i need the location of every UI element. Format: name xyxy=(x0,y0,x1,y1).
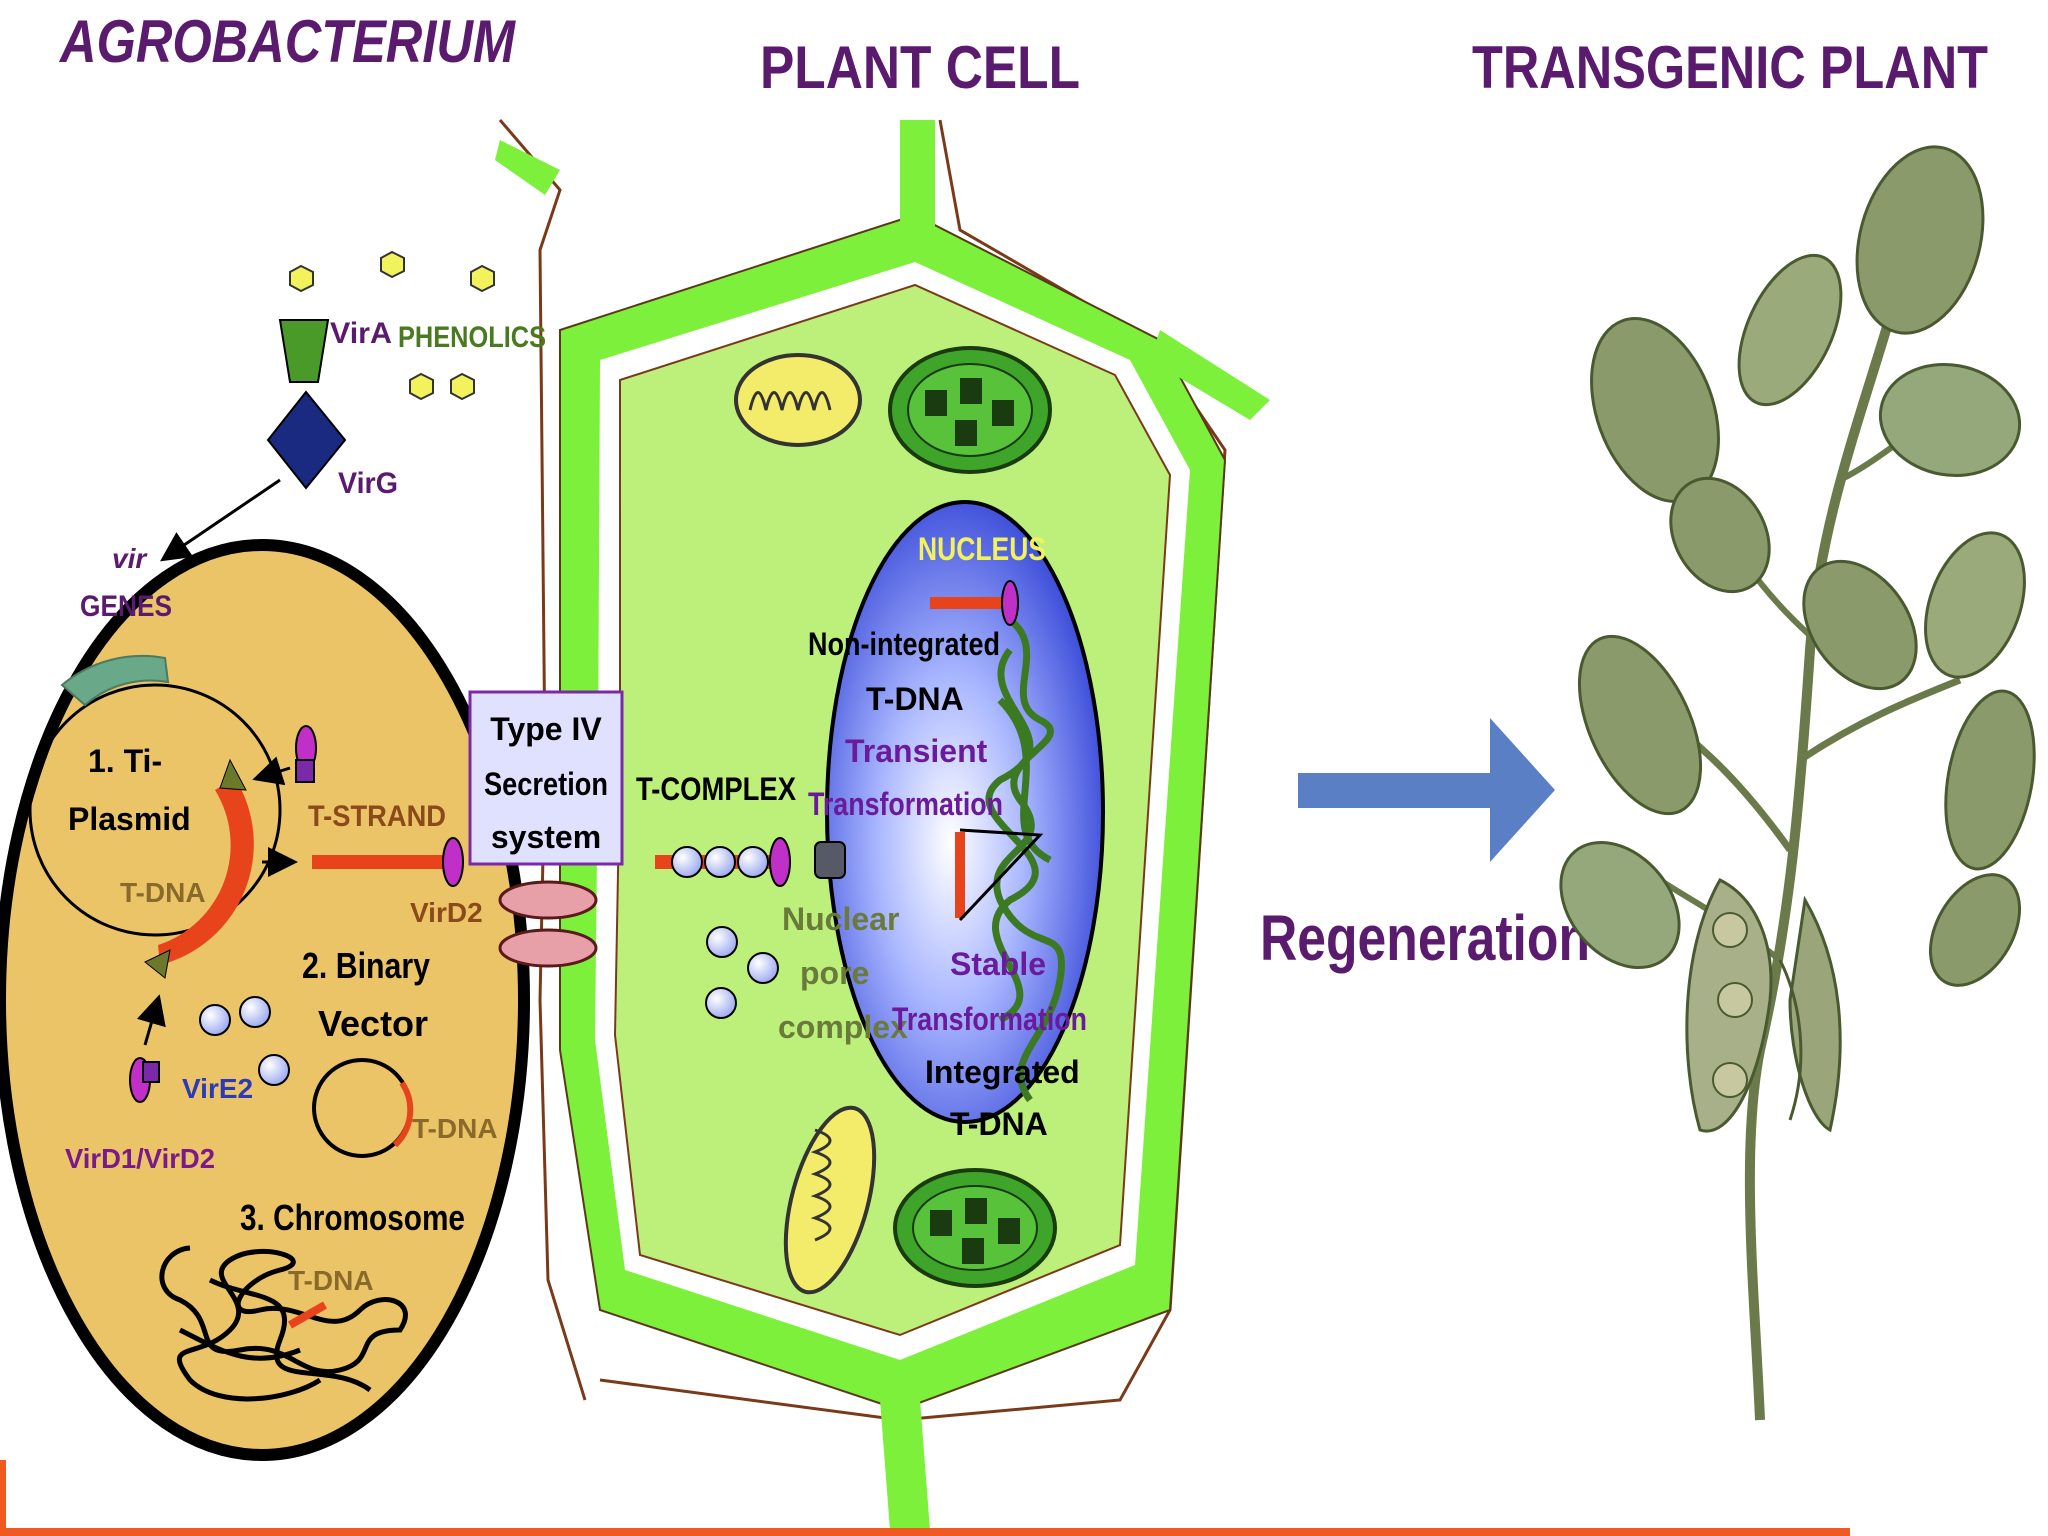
nucleus xyxy=(825,500,1105,1124)
footer-divider xyxy=(0,1528,1850,1536)
t-strand-label: T-STRAND xyxy=(308,800,446,833)
chloroplast-bottom xyxy=(893,1168,1057,1288)
binary-vector-t-dna xyxy=(392,1081,414,1148)
binary-vector-label-line1: 2. Binary xyxy=(302,945,430,986)
chromosome-t-dna-bar xyxy=(288,1301,327,1329)
nuclear-pore-label-line1: Nuclear xyxy=(782,901,899,937)
regeneration-arrow xyxy=(1298,718,1555,862)
plant-cell-heading: PLANT CELL xyxy=(760,34,1080,101)
t-dna-region-plasmid xyxy=(158,778,254,965)
chloroplast-top xyxy=(888,346,1052,474)
vird2-label: VirD2 xyxy=(410,897,483,928)
chromosome-label: 3. Chromosome xyxy=(240,1197,465,1238)
vira-label: VirA xyxy=(330,317,392,350)
vir-genes-region xyxy=(60,654,170,707)
genes-label: GENES xyxy=(80,590,172,623)
t-dna-binary-label: T-DNA xyxy=(412,1113,498,1144)
cell-wall-left-tip xyxy=(495,140,560,195)
footer-accent xyxy=(0,1460,6,1536)
nuclear-pore-complex xyxy=(814,841,846,879)
integrated-label-line1: Integrated xyxy=(925,1054,1080,1090)
transgenic-plant-heading: TRANSGENIC PLANT xyxy=(1472,34,1988,101)
t-dna-plasmid-label: T-DNA xyxy=(120,877,206,908)
cell-wall-bottom-extension xyxy=(880,1400,930,1530)
phenolics-label: PHENOLICS xyxy=(398,321,546,354)
vird2-cap xyxy=(442,837,464,887)
virg-protein xyxy=(266,390,347,490)
chromatin-scribble xyxy=(985,617,1065,1103)
t-complex-label: T-COMPLEX xyxy=(636,771,797,807)
ti-plasmid xyxy=(28,654,282,979)
stable-label-line2: Transformation xyxy=(892,1001,1087,1037)
right-border-marker xyxy=(219,758,247,791)
t-dna-chromosome-label: T-DNA xyxy=(288,1265,374,1296)
lower-excision-arrow xyxy=(136,994,166,1046)
transgenic-plant-illustration xyxy=(1559,145,2036,1421)
transient-label-line1: Transient xyxy=(845,733,988,769)
vird1-vird2-protein-upper xyxy=(295,725,317,783)
type-iv-secretion-box xyxy=(468,690,624,866)
vira-receptor xyxy=(278,319,330,383)
integration-line xyxy=(958,828,1044,922)
regeneration-label: Regeneration xyxy=(1260,902,1590,974)
vir-label: vir xyxy=(112,543,148,574)
nucleus-label: NUCLEUS xyxy=(918,531,1046,567)
transient-label-line2: Transformation xyxy=(808,786,1003,822)
t-complex xyxy=(655,837,791,887)
secretion-label-line2: Secretion xyxy=(484,766,608,802)
virg-to-vir-genes-arrow xyxy=(160,478,281,562)
t-strand-excision-arrow xyxy=(252,756,291,786)
agrobacterium-heading: AGROBACTERIUM xyxy=(58,8,516,75)
secretion-label-line1: Type IV xyxy=(490,711,602,747)
secretion-pore-upper xyxy=(498,880,598,920)
nuclear-pore-label-line3: complex xyxy=(778,1009,908,1045)
cell-wall-right-extension xyxy=(1150,330,1270,420)
secretion-pore-lower xyxy=(498,928,598,968)
integrated-label-line2: T-DNA xyxy=(950,1106,1048,1142)
vird1-vird2-label: VirD1/VirD2 xyxy=(65,1143,215,1174)
mitochondrion-bottom xyxy=(783,1105,877,1295)
cell-wall-top-extension xyxy=(900,120,935,250)
vire2-label: VirE2 xyxy=(182,1073,253,1104)
virg-label: VirG xyxy=(338,467,398,500)
vire2-proteins xyxy=(199,996,290,1086)
stable-label-line1: Stable xyxy=(950,946,1046,982)
vird1-vird2-protein-lower xyxy=(129,1057,160,1103)
binary-vector-plasmid xyxy=(312,1058,414,1158)
non-integrated-label-line2: T-DNA xyxy=(866,681,964,717)
phenolics-molecules xyxy=(289,250,495,401)
non-integrated-label-line1: Non-integrated xyxy=(808,626,1000,662)
secretion-label-line3: system xyxy=(491,819,601,855)
ti-plasmid-label-line2: Plasmid xyxy=(68,801,191,837)
vird2-cap-nucleus xyxy=(1001,580,1019,626)
left-border-marker xyxy=(144,949,171,979)
free-vire2-proteins xyxy=(705,926,779,1019)
nuclear-pore-label-line2: pore xyxy=(800,955,869,991)
binary-vector-label-line2: Vector xyxy=(318,1003,428,1044)
mitochondrion-top xyxy=(734,353,862,447)
ti-plasmid-label-line1: 1. Ti- xyxy=(88,743,162,779)
